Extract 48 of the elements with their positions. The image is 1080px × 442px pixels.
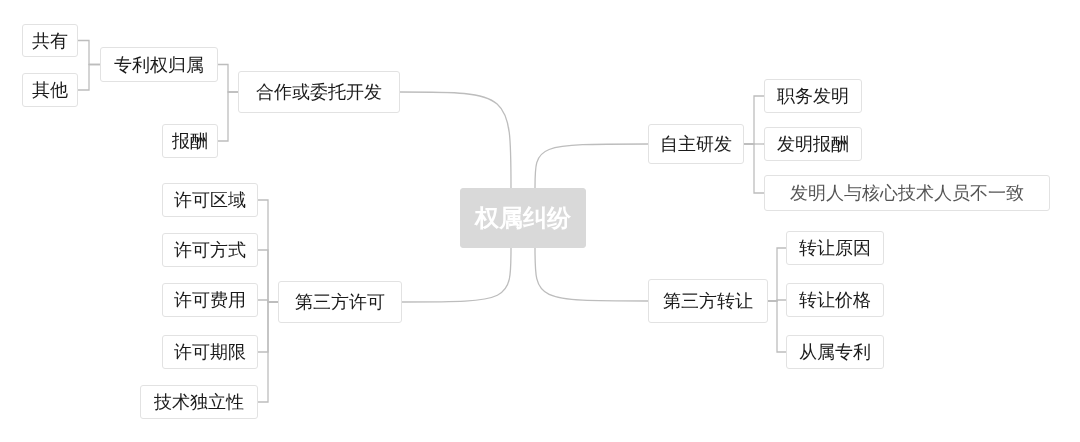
topic-label: 许可期限 bbox=[174, 340, 246, 364]
topic-label: 职务发明 bbox=[777, 84, 849, 108]
topic-label: 转让原因 bbox=[799, 236, 871, 260]
topic-label: 第三方转让 bbox=[663, 289, 753, 313]
topic-box bbox=[100, 47, 218, 82]
connector-line bbox=[77, 63, 101, 91]
connector-line bbox=[767, 300, 787, 353]
topic-label: 专利权归属 bbox=[114, 52, 204, 77]
topic-label: 技术独立性 bbox=[154, 390, 244, 414]
topic-box bbox=[648, 124, 744, 164]
topic-label: 自主研发 bbox=[660, 132, 732, 156]
topic-label: 其他 bbox=[32, 78, 68, 102]
topic-box bbox=[22, 24, 78, 57]
topic-box bbox=[22, 73, 78, 107]
topic-label: 发明报酬 bbox=[777, 132, 849, 156]
topic-label: 发明人与核心技术人员不一致 bbox=[790, 181, 1024, 205]
central-topic bbox=[460, 188, 586, 248]
topic-box bbox=[162, 335, 258, 369]
connector-line bbox=[401, 247, 512, 303]
topic-box bbox=[278, 281, 402, 323]
topic-label: 从属专利 bbox=[799, 340, 871, 364]
topic-label: 许可方式 bbox=[174, 238, 246, 262]
connector-line bbox=[399, 91, 512, 189]
topic-box bbox=[786, 231, 884, 265]
topic-label: 第三方许可 bbox=[295, 290, 385, 314]
topic-box bbox=[764, 175, 1050, 211]
topic-box bbox=[162, 233, 258, 267]
topic-box bbox=[162, 183, 258, 217]
connector-line bbox=[743, 143, 765, 194]
topic-box bbox=[162, 283, 258, 317]
topic-label: 共有 bbox=[32, 28, 68, 53]
connector-line bbox=[534, 143, 649, 189]
connector-line bbox=[257, 301, 279, 403]
topic-label: 报酬 bbox=[172, 129, 208, 153]
topic-box bbox=[764, 79, 862, 113]
topic-box bbox=[140, 385, 258, 419]
topic-box bbox=[648, 279, 768, 323]
topic-box bbox=[786, 335, 884, 369]
topic-label: 许可费用 bbox=[174, 288, 246, 312]
topic-label: 许可区域 bbox=[174, 188, 246, 212]
connector-line bbox=[217, 91, 239, 142]
topic-label: 转让价格 bbox=[799, 288, 871, 312]
topic-box bbox=[162, 124, 218, 158]
topic-box bbox=[238, 71, 400, 113]
topic-box bbox=[764, 127, 862, 161]
connector-line bbox=[534, 247, 649, 302]
topic-label: 合作或委托开发 bbox=[256, 80, 382, 104]
topic-box bbox=[786, 283, 884, 317]
